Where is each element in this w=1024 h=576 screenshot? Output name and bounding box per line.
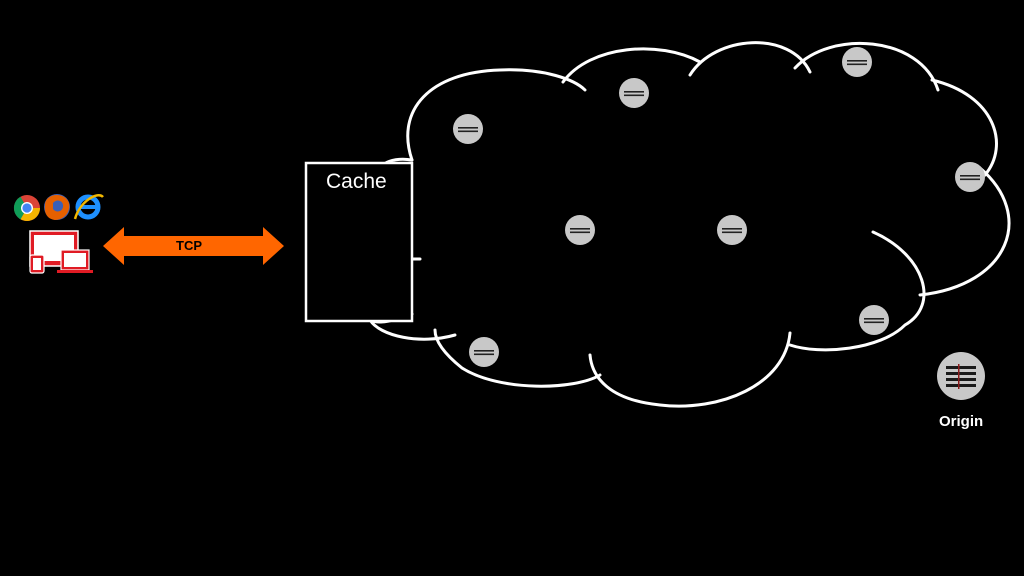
server-nodes xyxy=(453,47,985,367)
server-node-icon xyxy=(955,162,985,192)
internet-explorer-icon xyxy=(73,194,104,220)
tcp-label: TCP xyxy=(176,238,202,253)
cloud-network xyxy=(368,41,1011,408)
devices-group xyxy=(29,230,93,274)
cache-box xyxy=(304,161,414,323)
server-node-icon xyxy=(717,215,747,245)
origin-label: Origin xyxy=(939,413,984,430)
server-node-icon xyxy=(565,215,595,245)
server-node-icon xyxy=(469,337,499,367)
laptop-icon xyxy=(57,249,93,273)
chrome-icon xyxy=(13,195,41,222)
server-node-icon xyxy=(619,78,649,108)
phone-icon xyxy=(29,254,45,274)
cache-label: Cache xyxy=(326,170,387,193)
origin-server-icon xyxy=(937,352,985,400)
firefox-icon xyxy=(44,194,70,220)
tcp-double-arrow xyxy=(103,227,284,265)
server-node-icon xyxy=(859,305,889,335)
server-node-icon xyxy=(453,114,483,144)
server-node-icon xyxy=(842,47,872,77)
